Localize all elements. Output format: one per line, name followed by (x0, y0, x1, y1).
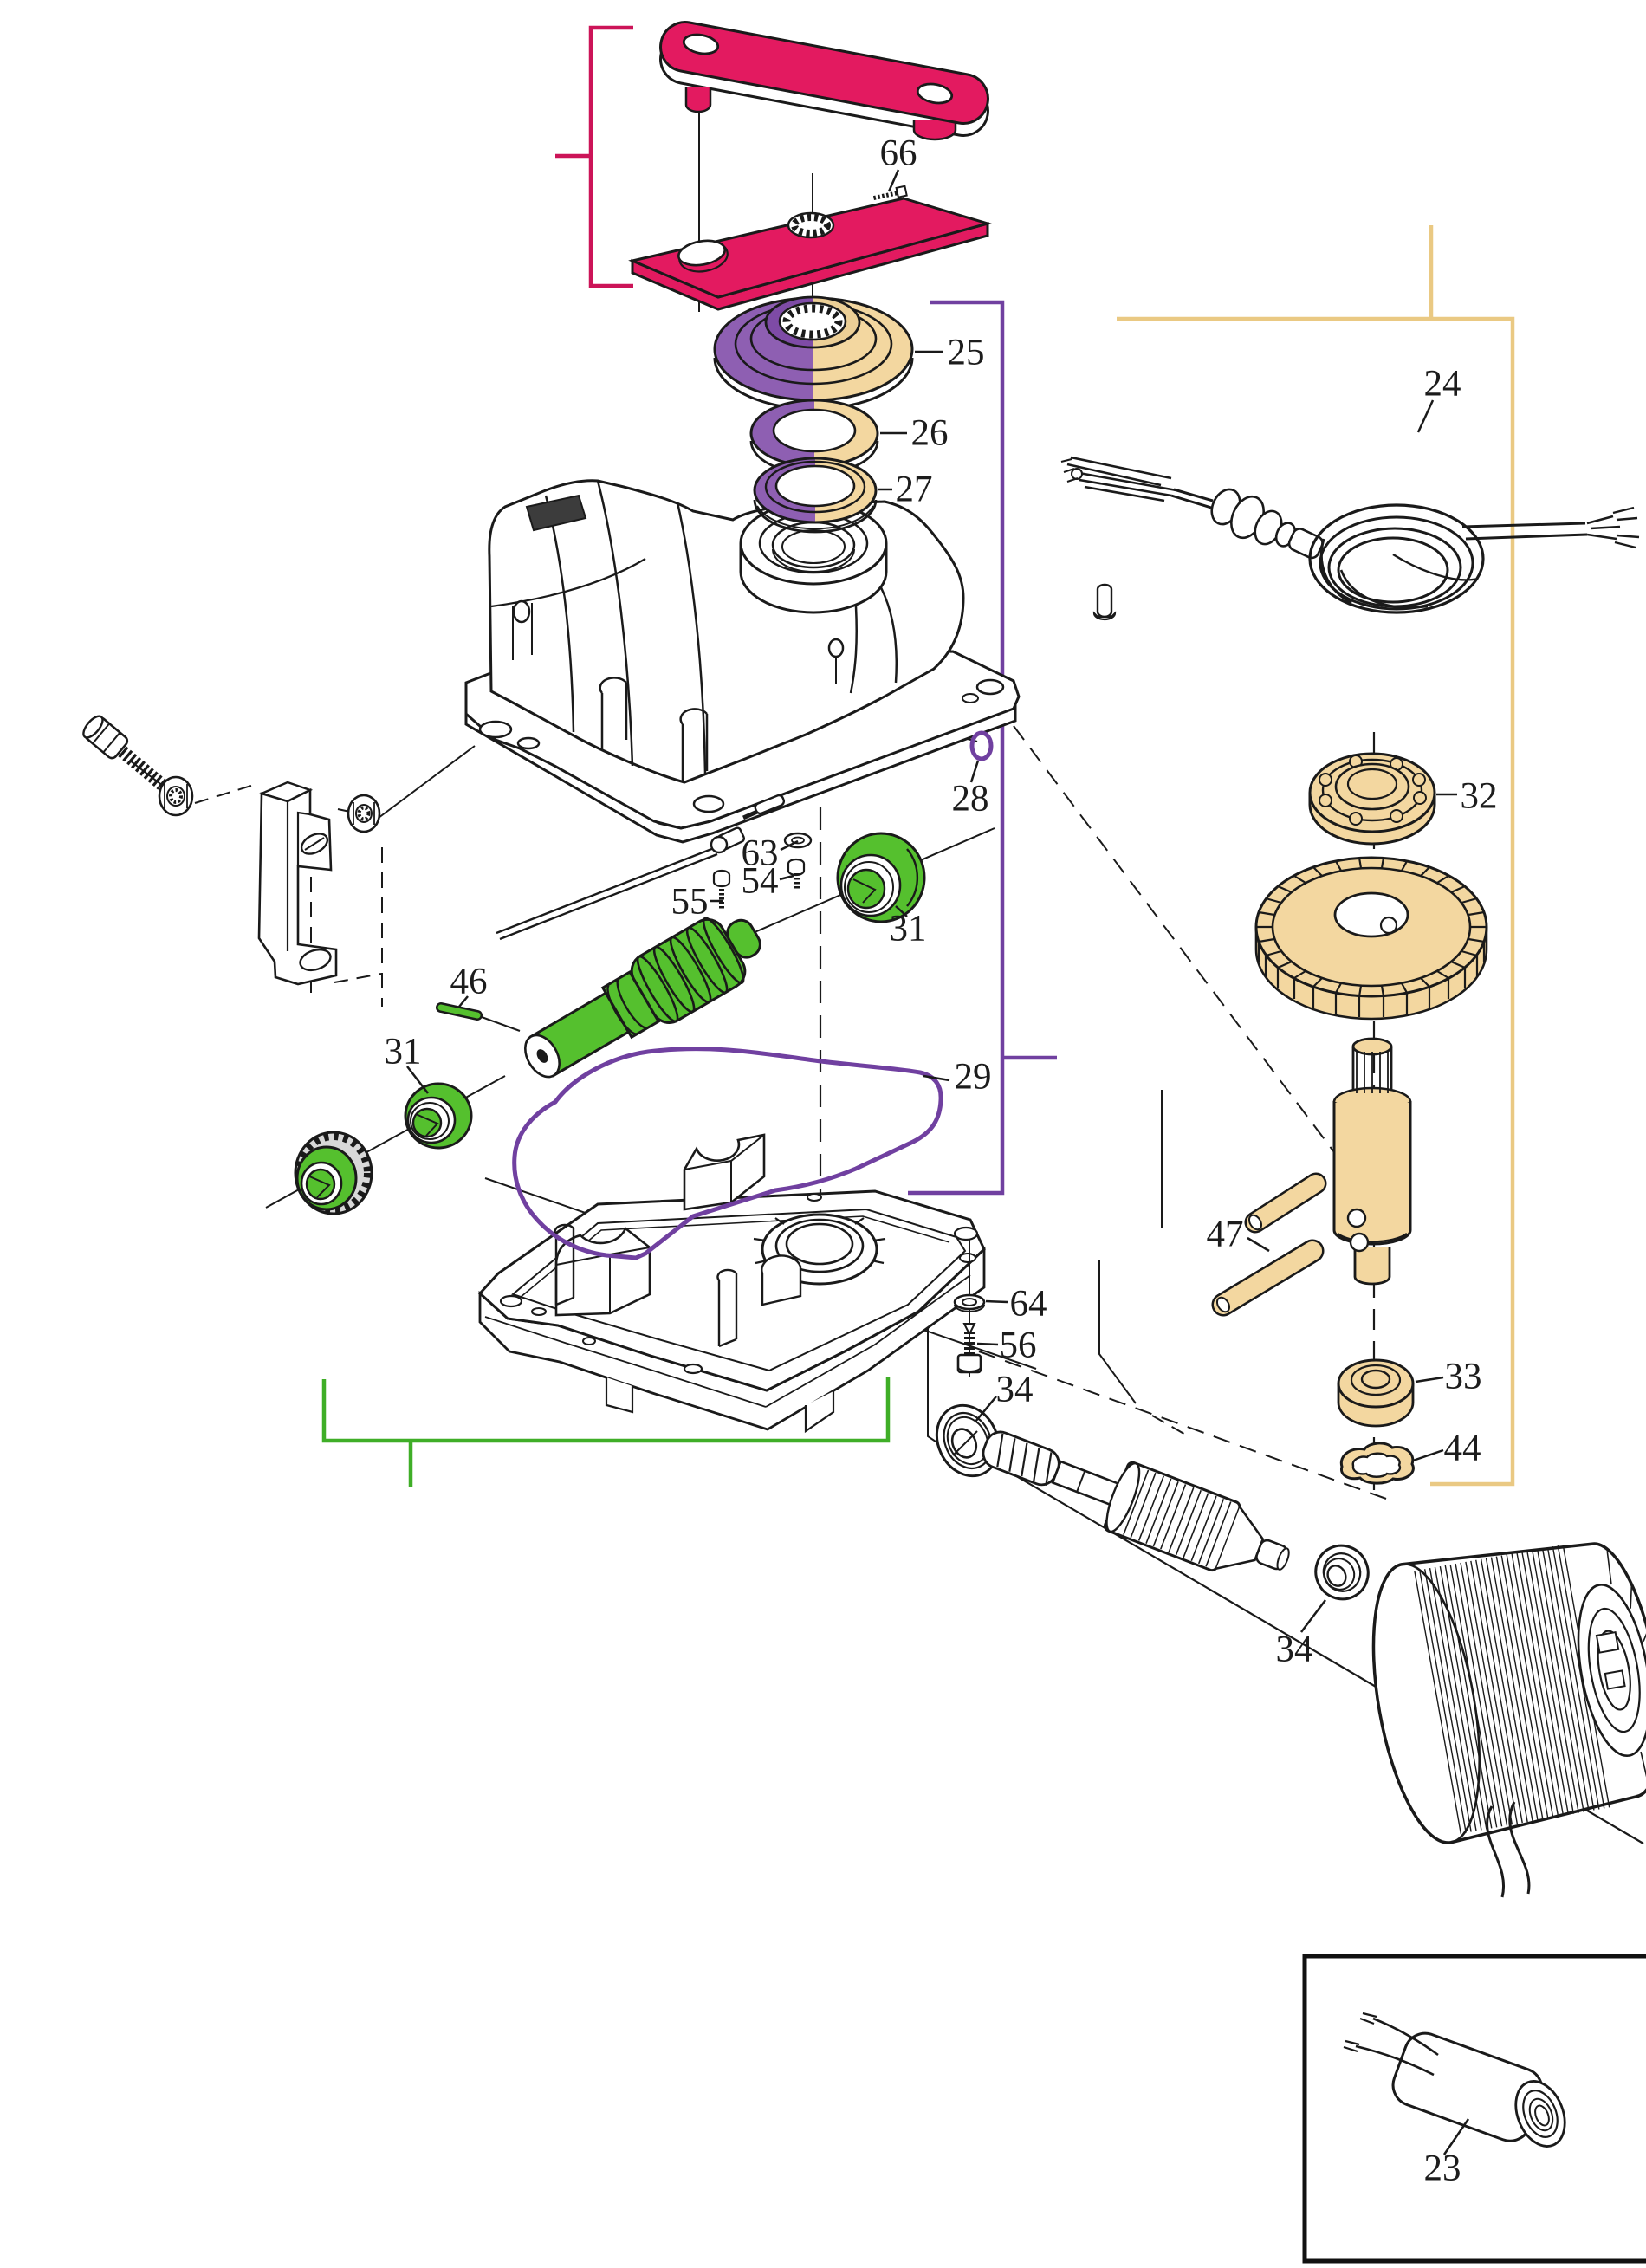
svg-text:24: 24 (1424, 364, 1461, 405)
svg-text:64: 64 (1010, 1284, 1047, 1325)
svg-text:32: 32 (1461, 776, 1498, 817)
svg-text:33: 33 (1445, 1357, 1482, 1397)
svg-text:25: 25 (948, 333, 985, 373)
svg-text:66: 66 (880, 133, 917, 174)
svg-text:56: 56 (1000, 1325, 1037, 1366)
svg-text:27: 27 (896, 470, 933, 510)
svg-text:31: 31 (385, 1032, 422, 1072)
svg-text:63: 63 (742, 833, 779, 874)
svg-text:47: 47 (1207, 1215, 1244, 1255)
svg-text:29: 29 (955, 1057, 992, 1098)
svg-text:31: 31 (890, 909, 927, 949)
svg-text:23: 23 (1424, 2148, 1461, 2189)
svg-text:28: 28 (952, 779, 989, 820)
svg-text:46: 46 (450, 962, 488, 1002)
svg-text:55: 55 (671, 882, 709, 923)
svg-text:54: 54 (742, 861, 779, 902)
svg-text:26: 26 (911, 413, 949, 454)
svg-text:34: 34 (1276, 1630, 1313, 1670)
svg-text:44: 44 (1444, 1429, 1481, 1469)
svg-text:34: 34 (996, 1370, 1034, 1410)
